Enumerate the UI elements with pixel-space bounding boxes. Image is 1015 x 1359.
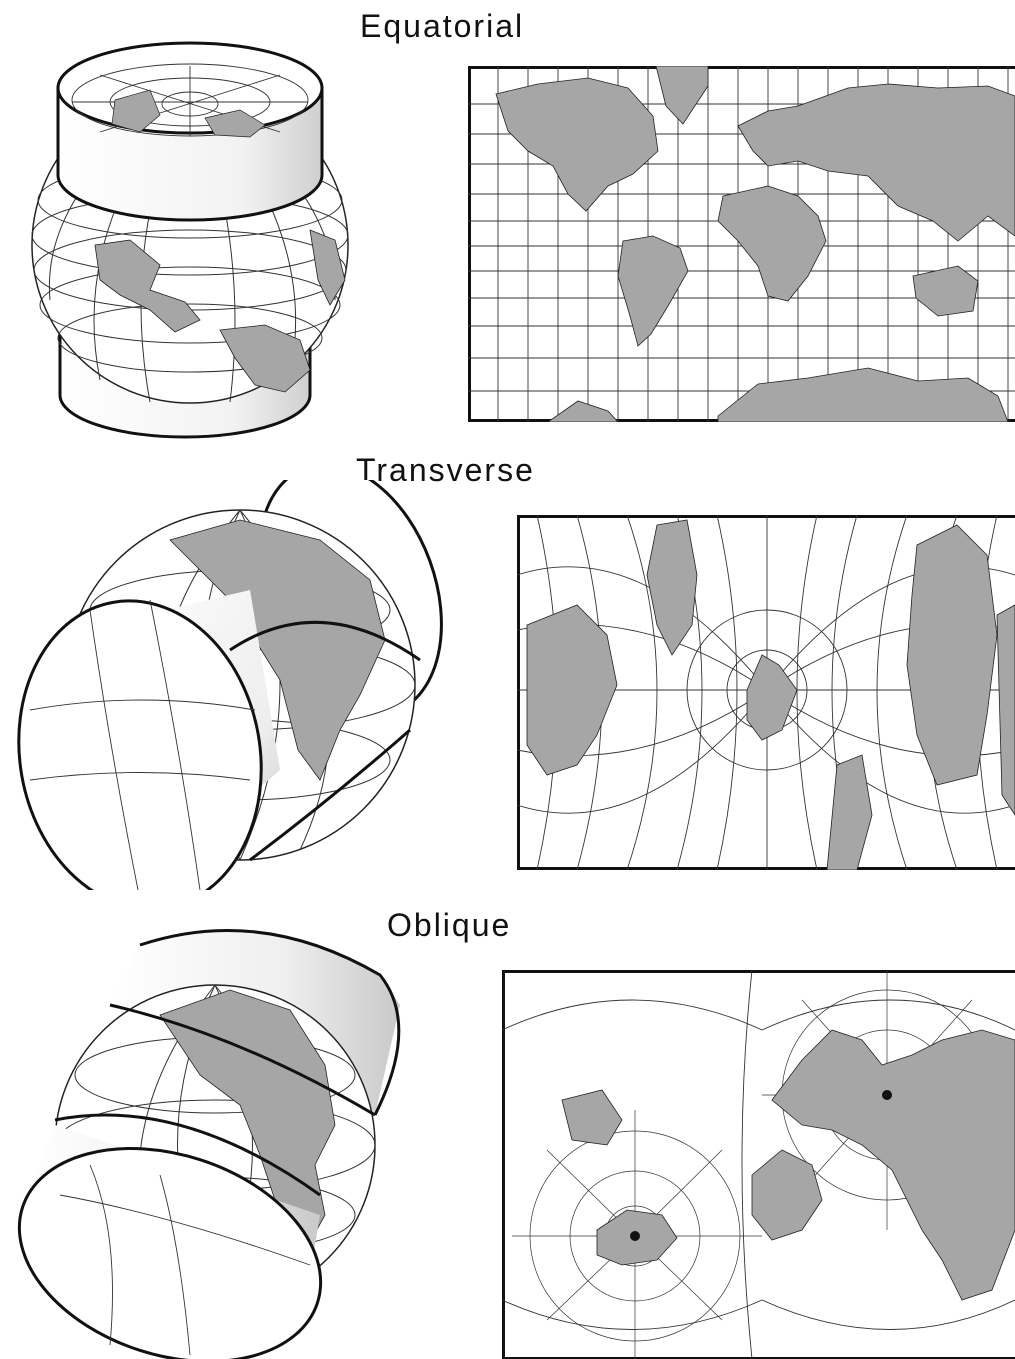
transverse-landmasses xyxy=(526,519,1015,870)
transverse-map xyxy=(517,515,1015,870)
title-transverse: Transverse xyxy=(356,452,535,488)
title-equatorial: Equatorial xyxy=(360,8,525,44)
oblique-globe-diagram xyxy=(17,928,401,1359)
title-oblique: Oblique xyxy=(387,907,512,943)
equatorial-globe-diagram xyxy=(31,41,349,439)
equatorial-landmasses xyxy=(495,66,1015,422)
transverse-globe-diagram xyxy=(17,480,443,890)
oblique-map xyxy=(502,970,1015,1359)
oblique-landmasses xyxy=(561,1029,1015,1301)
equatorial-map xyxy=(468,66,1015,422)
